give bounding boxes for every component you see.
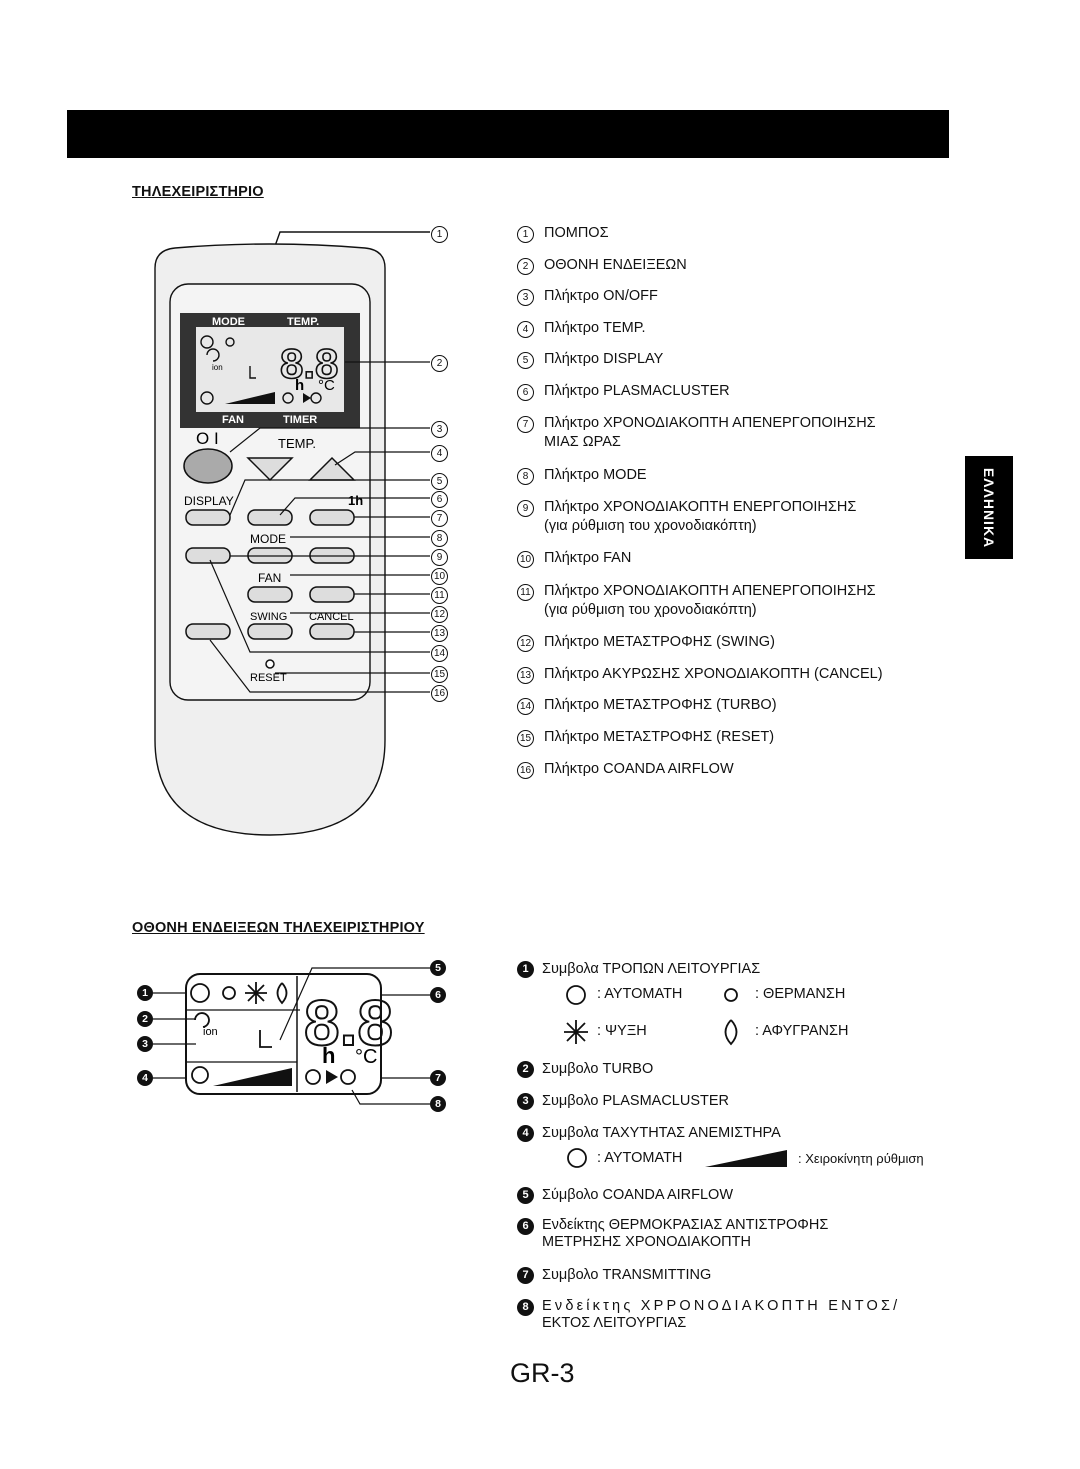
- display-callout-3: 3: [137, 1036, 153, 1052]
- lcd-ion: ion: [212, 363, 223, 372]
- display-callout-7: 7: [430, 1070, 446, 1086]
- display-callout-2: 2: [137, 1011, 153, 1027]
- callout-2: 2: [431, 355, 448, 372]
- lcd-fan-label: FAN: [222, 414, 244, 426]
- callout-1: 1: [431, 226, 448, 243]
- display-btn-label: DISPLAY: [184, 494, 234, 508]
- temp-btn-label: TEMP.: [278, 436, 316, 451]
- callout-6: 6: [431, 491, 448, 508]
- callout-10: 10: [431, 568, 448, 585]
- lcd-timer-label: TIMER: [283, 414, 317, 426]
- fan-auto-icon: [567, 1148, 587, 1168]
- callout-8: 8: [431, 530, 448, 547]
- reset-btn-label: RESET: [250, 672, 287, 684]
- lcd-digits: 8.8: [280, 340, 338, 387]
- lcd-mode-label: MODE: [212, 316, 245, 328]
- lcd-h: h: [295, 377, 304, 394]
- mode-heat: : ΘΕΡΜΑΝΣΗ: [755, 986, 846, 1002]
- drop-icon: [724, 1019, 738, 1046]
- display-callout-6: 6: [430, 987, 446, 1003]
- mode-btn-label: MODE: [250, 532, 286, 546]
- swing-btn-label: SWING: [250, 611, 287, 623]
- display-digits: 8.8: [304, 987, 393, 1059]
- display-h: h: [322, 1043, 335, 1068]
- callout-4: 4: [431, 445, 448, 462]
- display-heading: ΟΘΟΝΗ ΕΝΔΕΙΞΕΩΝ ΤΗΛΕΧΕΙΡΙΣΤΗΡΙΟΥ: [132, 920, 425, 936]
- mode-dry: : ΑΦΥΓΡΑΝΣΗ: [755, 1023, 849, 1039]
- header-bar: [67, 110, 949, 158]
- remote-heading: ΤΗΛΕΧΕΙΡΙΣΤΗΡΙΟ: [132, 184, 264, 200]
- mode-auto: : ΑΥΤΟΜΑΤΗ: [597, 986, 683, 1002]
- callout-14: 14: [431, 645, 448, 662]
- display-callout-8: 8: [430, 1096, 446, 1112]
- callout-15: 15: [431, 666, 448, 683]
- callout-7: 7: [431, 510, 448, 527]
- display-deg: °C: [355, 1046, 377, 1068]
- auto-icon: [566, 985, 586, 1005]
- one-hour-label: 1h: [348, 493, 363, 508]
- callout-13: 13: [431, 625, 448, 642]
- callout-12: 12: [431, 606, 448, 623]
- display-ion: ion: [203, 1026, 218, 1038]
- onoff-symbol: O I: [196, 429, 219, 448]
- language-tab: ΕΛΛΗΝΙΚΑ: [965, 456, 1013, 559]
- display-callout-5: 5: [430, 960, 446, 976]
- fan-level-icon: [705, 1150, 787, 1167]
- page-number: GR-3: [510, 1358, 575, 1388]
- mode-cool: : ΨΥΞΗ: [597, 1023, 647, 1039]
- callout-11: 11: [431, 587, 448, 604]
- sun-icon: [724, 988, 738, 1002]
- cancel-btn-label: CANCEL: [309, 611, 354, 623]
- fan-btn-label: FAN: [258, 571, 281, 585]
- callout-16: 16: [431, 685, 448, 702]
- fan-auto: : ΑΥΤΟΜΑΤΗ: [597, 1150, 683, 1166]
- callout-5: 5: [431, 473, 448, 490]
- callout-3: 3: [431, 421, 448, 438]
- callout-9: 9: [431, 549, 448, 566]
- lcd-temp-label: TEMP.: [287, 316, 319, 328]
- display-callout-4: 4: [137, 1070, 153, 1086]
- lcd-deg: °C: [318, 377, 335, 394]
- fan-manual: : Χειροκίνητη ρύθμιση: [798, 1151, 924, 1166]
- display-callout-1: 1: [137, 985, 153, 1001]
- snowflake-icon: [564, 1020, 588, 1044]
